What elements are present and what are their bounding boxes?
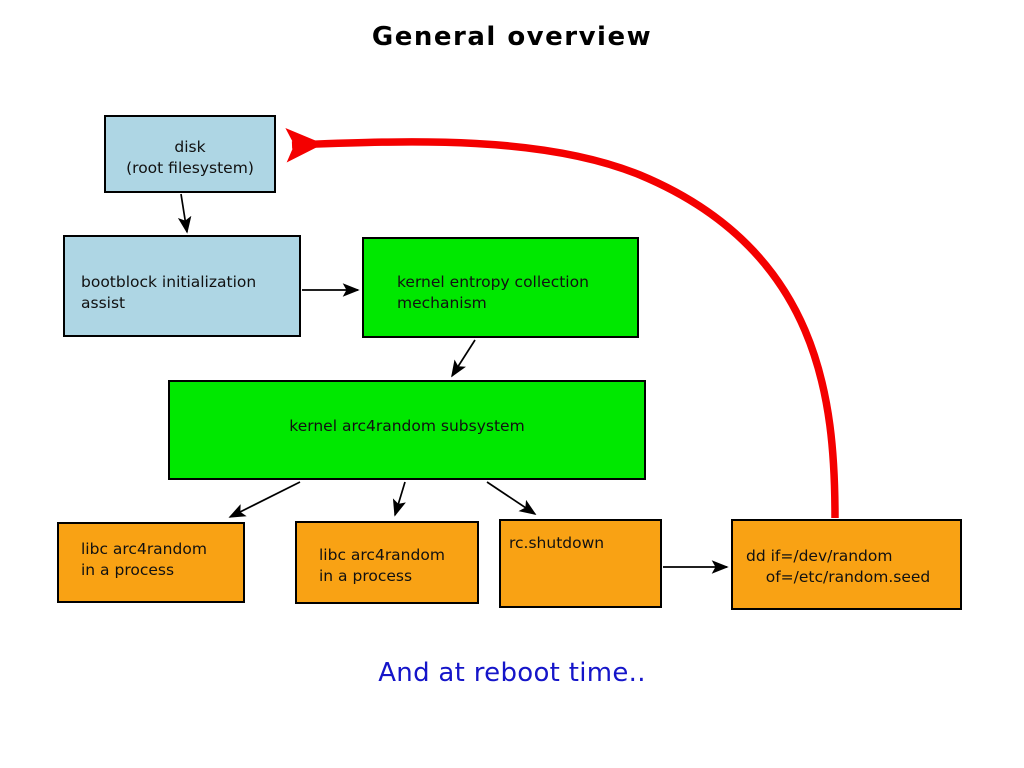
node-disk[interactable]: disk (root filesystem) — [104, 115, 276, 193]
node-entropy-label: kernel entropy collection mechanism — [397, 273, 589, 312]
node-libc2-label: libc arc4random in a process — [319, 546, 445, 585]
edge-arc4random-to-libc1 — [228, 481, 301, 518]
node-dd-random-seed[interactable]: dd if=/dev/random of=/etc/random.seed — [731, 519, 962, 610]
edge-arc4random-to-rcshutdown — [486, 481, 537, 515]
node-libc-arc4random-process-2[interactable]: libc arc4random in a process — [295, 521, 479, 604]
edge-arc4random-to-libc2 — [392, 481, 406, 517]
node-dd-label: dd if=/dev/random of=/etc/random.seed — [746, 547, 931, 586]
node-rcshutdown-label: rc.shutdown — [509, 534, 605, 552]
node-disk-label: disk (root filesystem) — [126, 138, 254, 177]
edge-disk-to-bootblock — [177, 193, 192, 234]
node-bootblock-initialization-assist[interactable]: bootblock initialization assist — [63, 235, 301, 337]
node-bootblock-label: bootblock initialization assist — [81, 273, 257, 312]
node-libc-arc4random-process-1[interactable]: libc arc4random in a process — [57, 522, 245, 603]
slide-caption: And at reboot time.. — [378, 658, 646, 688]
node-rc-shutdown[interactable]: rc.shutdown — [499, 519, 662, 608]
node-kernel-entropy-collection-mechanism[interactable]: kernel entropy collection mechanism — [362, 237, 639, 338]
page-title: General overview — [371, 22, 653, 52]
node-arc4random-label: kernel arc4random subsystem — [289, 417, 525, 435]
node-libc1-label: libc arc4random in a process — [81, 540, 207, 579]
edge-entropy-to-arc4random — [451, 339, 476, 378]
node-kernel-arc4random-subsystem[interactable]: kernel arc4random subsystem — [168, 380, 646, 480]
